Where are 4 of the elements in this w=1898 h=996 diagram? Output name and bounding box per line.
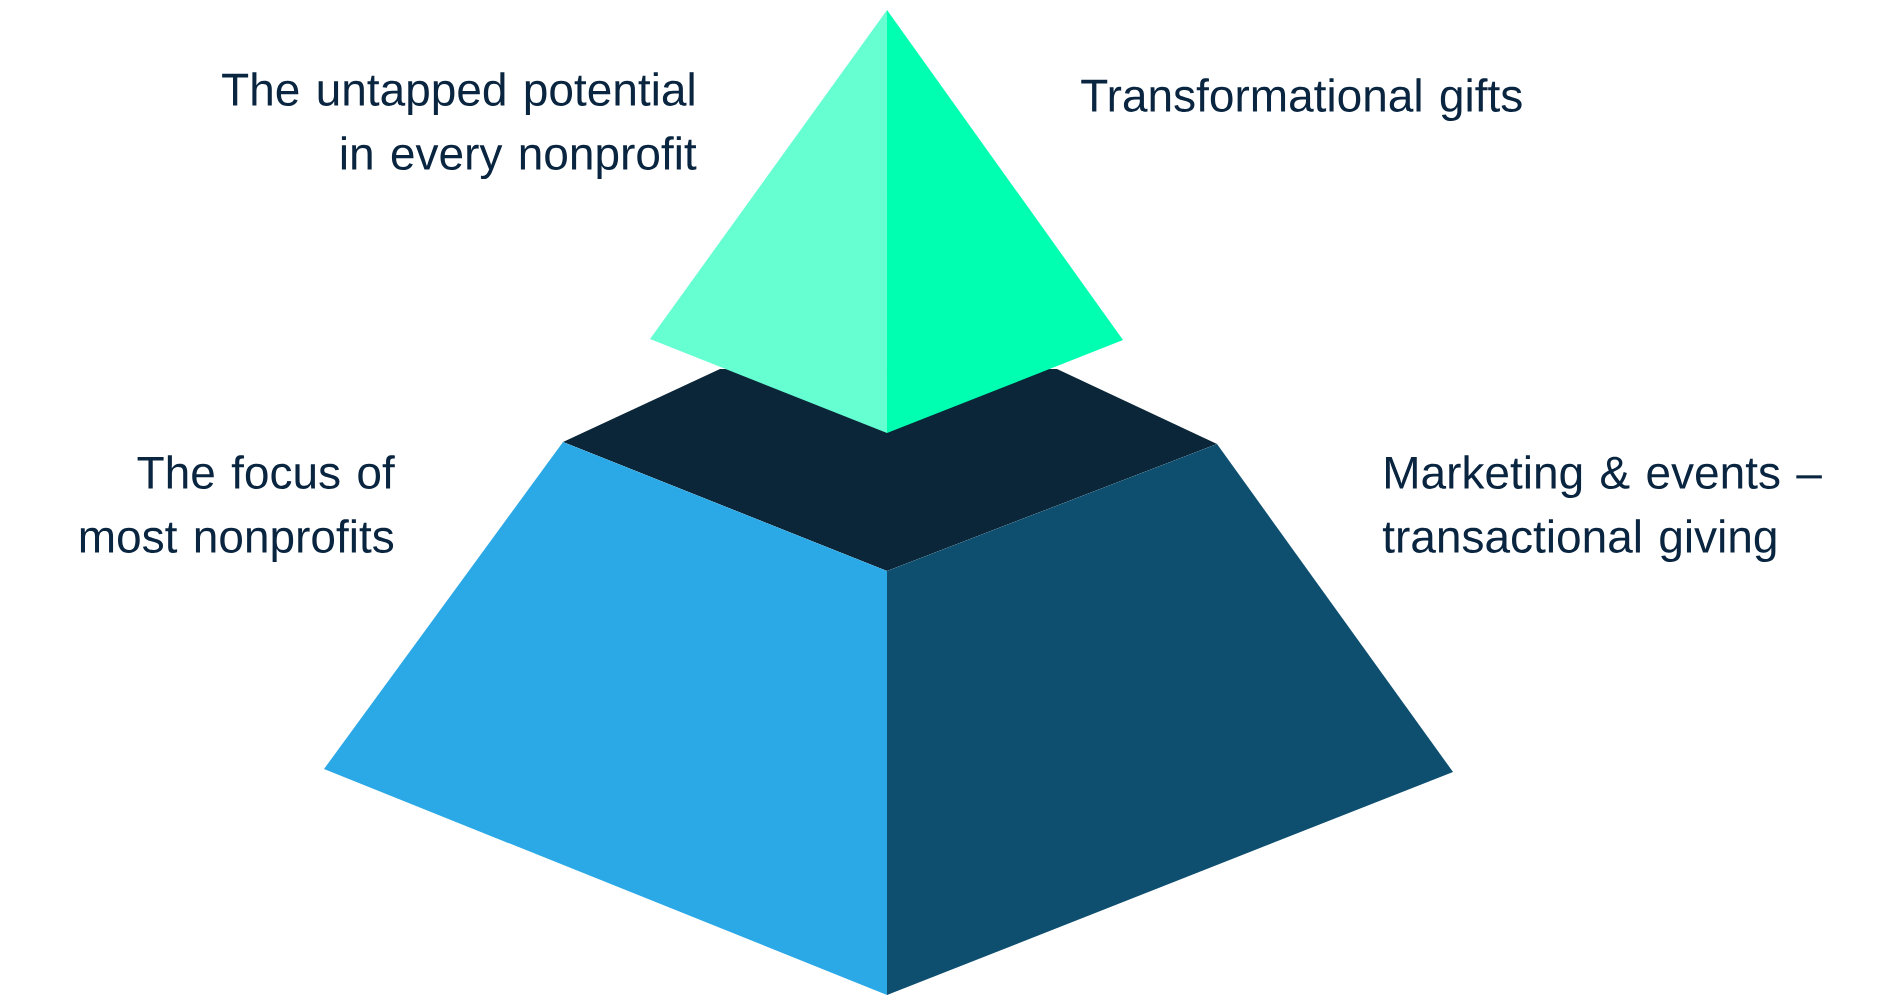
caption-text: The untapped potential in every nonprofit	[222, 72, 697, 180]
caption-text: The focus of most nonprofits	[80, 455, 395, 563]
caption-text: Transformational gifts	[1081, 78, 1522, 122]
caption-text: Marketing & events – transactional giving	[1382, 455, 1822, 563]
